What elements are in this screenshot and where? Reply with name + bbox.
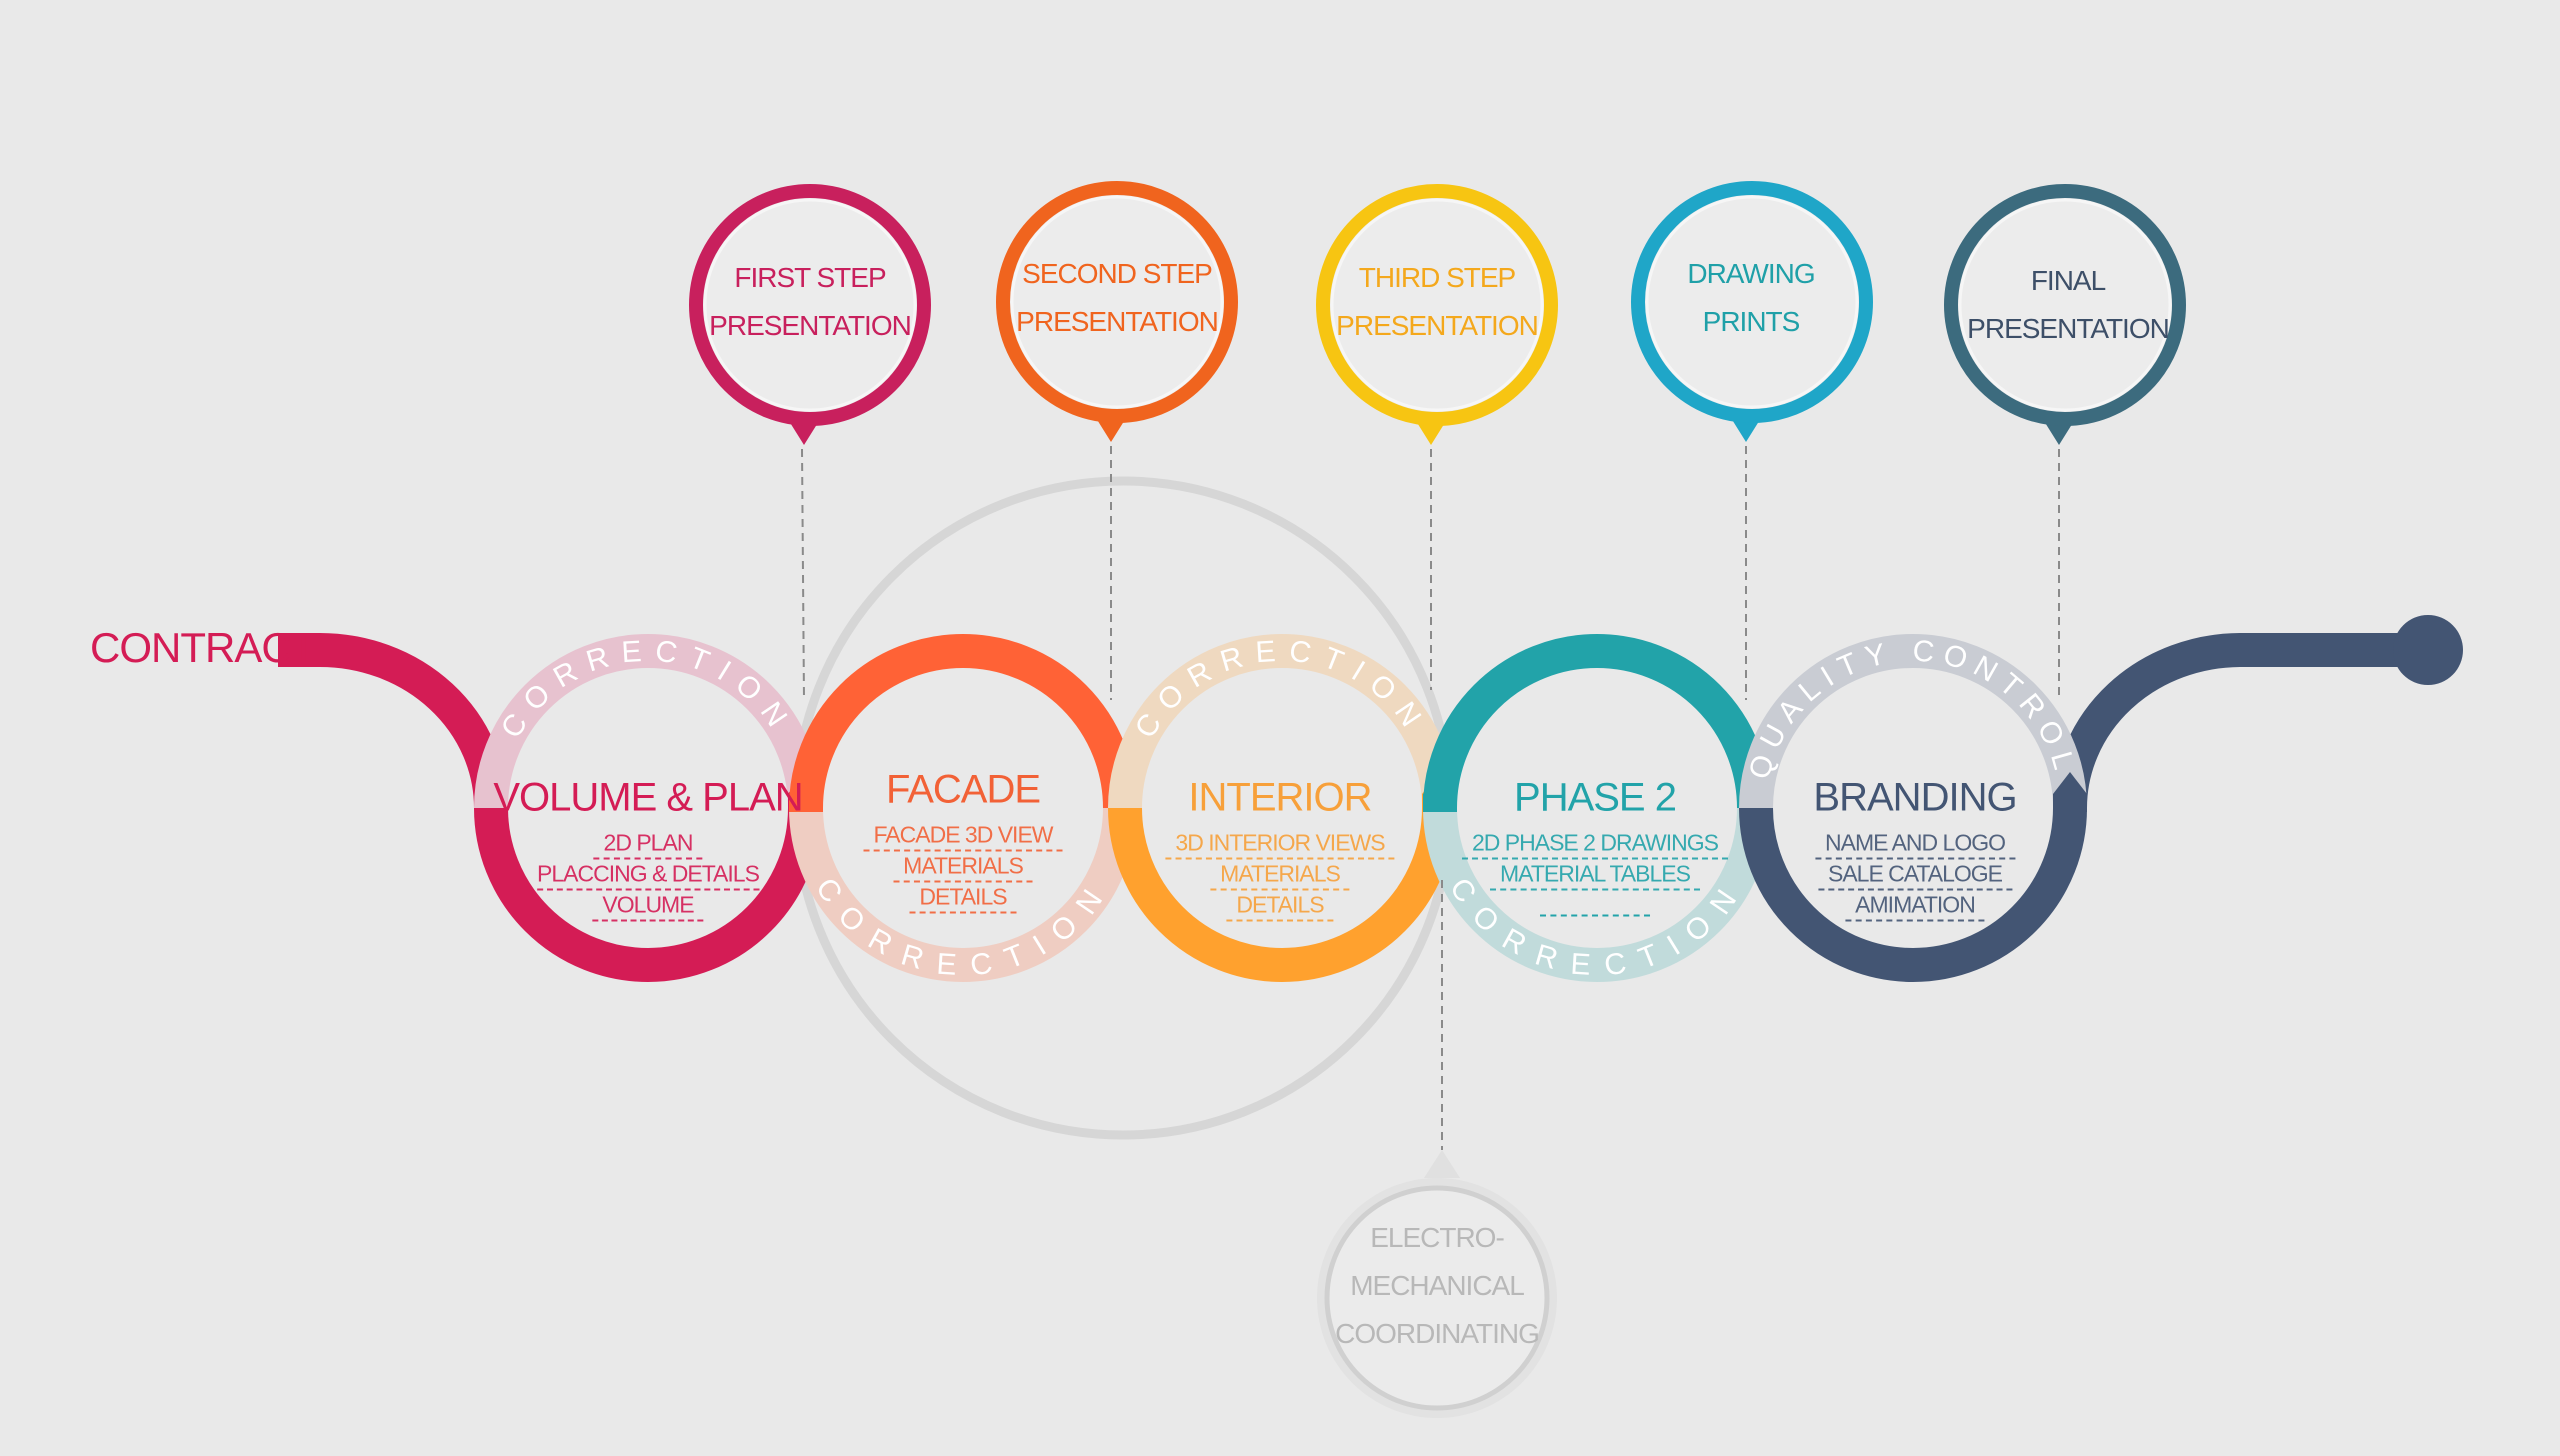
ring-join [789, 772, 823, 812]
end-line [2053, 633, 2428, 809]
stage-volume-plan: VOLUME & PLAN 2D PLAN PLACCING & DETAILS… [493, 775, 804, 922]
electro-mechanical-coordinating: ELECTRO- MECHANICAL COORDINATING [1335, 1214, 1540, 1358]
ring-pale-half [789, 807, 1137, 982]
stage-item: MATERIAL TABLES [1490, 860, 1700, 891]
stage-item: MATERIALS [893, 852, 1033, 883]
stage-item: DETAILS [1226, 891, 1334, 922]
pin-inner-ring [1010, 195, 1224, 409]
stage-item: 2D PLAN [593, 829, 703, 860]
electro-label-line: ELECTRO- [1370, 1222, 1505, 1253]
ring-solid-half [474, 807, 822, 982]
pin-label-line: PRESENTATION [1967, 313, 2170, 344]
end-dot [2393, 615, 2463, 685]
stage-item: 2D PHASE 2 DRAWINGS [1462, 829, 1728, 860]
pin-label-line: PRINTS [1702, 306, 1801, 337]
stage-phase-2: PHASE 2 2D PHASE 2 DRAWINGS MATERIAL TAB… [1462, 775, 1728, 922]
stage-item: FACADE 3D VIEW [863, 821, 1063, 852]
pin-circle [1944, 184, 2186, 426]
pin-label-line: DRAWING [1687, 258, 1815, 289]
pin-inner-ring [1645, 195, 1859, 409]
ring-solid-half [1108, 807, 1456, 982]
ring-join [2053, 772, 2087, 812]
ring-join [1423, 772, 1457, 812]
ring-pale-half [474, 634, 822, 809]
pin-drawing-prints: DRAWING PRINTS [1687, 250, 1815, 346]
ring-pale-half [1423, 807, 1771, 982]
electro-pointer [1424, 1150, 1460, 1178]
pin-third-step-presentation: THIRD STEP PRESENTATION [1336, 254, 1539, 350]
stage-item: AMIMATION [1845, 891, 1985, 922]
stage-title: BRANDING [1813, 775, 2017, 820]
stage-title: PHASE 2 [1514, 775, 1677, 820]
stage-title: INTERIOR [1188, 775, 1372, 820]
ring-pale-half [1739, 634, 2087, 809]
pin-circle [996, 181, 1238, 423]
pin-label-line: FINAL [2030, 265, 2106, 296]
pin-first-step-presentation: FIRST STEP PRESENTATION [709, 254, 912, 350]
stage-branding: BRANDING NAME AND LOGO SALE CATALOGE AMI… [1813, 775, 2018, 922]
stage-item: 3D INTERIOR VIEWS [1165, 829, 1395, 860]
pin-circle [1316, 184, 1558, 426]
stage-item: NAME AND LOGO [1815, 829, 2015, 860]
electro-label-line: COORDINATING [1335, 1318, 1540, 1349]
ring-label-branding: QUALITY CONTROL [1742, 634, 2083, 783]
pin-label-line: SECOND STEP [1022, 258, 1213, 289]
pin-label-line: FIRST STEP [734, 262, 886, 293]
ring-solid-half [1739, 807, 2087, 982]
stage-item-blank [1539, 891, 1650, 917]
electro-circle [1324, 1185, 1550, 1411]
stage-item: MATERIALS [1210, 860, 1350, 891]
pin-circle [1631, 181, 1873, 423]
stage-title: FACADE [885, 767, 1041, 812]
pin-label-line: THIRD STEP [1358, 262, 1516, 293]
pin-inner-ring [1330, 198, 1544, 412]
contract-line [278, 633, 508, 809]
pin-label-line: PRESENTATION [1336, 310, 1539, 341]
ring-solid-half [1423, 634, 1771, 809]
ring-solid-half [789, 634, 1137, 809]
pin-label-line: PRESENTATION [1016, 306, 1219, 337]
stage-item: PLACCING & DETAILS [527, 860, 769, 891]
ring-label-volume: CORRECTION [494, 634, 801, 744]
stage-title: VOLUME & PLAN [493, 775, 803, 820]
pin-final-presentation: FINAL PRESENTATION [1967, 257, 2170, 353]
ring-label-interior: CORRECTION [1128, 634, 1435, 744]
stage-item: DETAILS [909, 883, 1017, 914]
pin-circle [689, 184, 931, 426]
pin-inner-ring [703, 198, 917, 412]
pin-second-step-presentation: SECOND STEP PRESENTATION [1016, 250, 1219, 346]
stage-facade: FACADE FACADE 3D VIEW MATERIALS DETAILS [863, 767, 1063, 914]
electro-label-line: MECHANICAL [1350, 1270, 1525, 1301]
stage-item: VOLUME [592, 891, 704, 922]
pin-label-line: PRESENTATION [709, 310, 912, 341]
stage-item: SALE CATALOGE [1817, 860, 2013, 891]
pin-inner-ring [1958, 198, 2172, 412]
dashed-connector [801, 448, 805, 701]
contract-label: CONTRACT [90, 624, 316, 671]
ring-pale-half [1108, 634, 1456, 809]
stage-interior: INTERIOR 3D INTERIOR VIEWS MATERIALS DET… [1165, 775, 1395, 922]
